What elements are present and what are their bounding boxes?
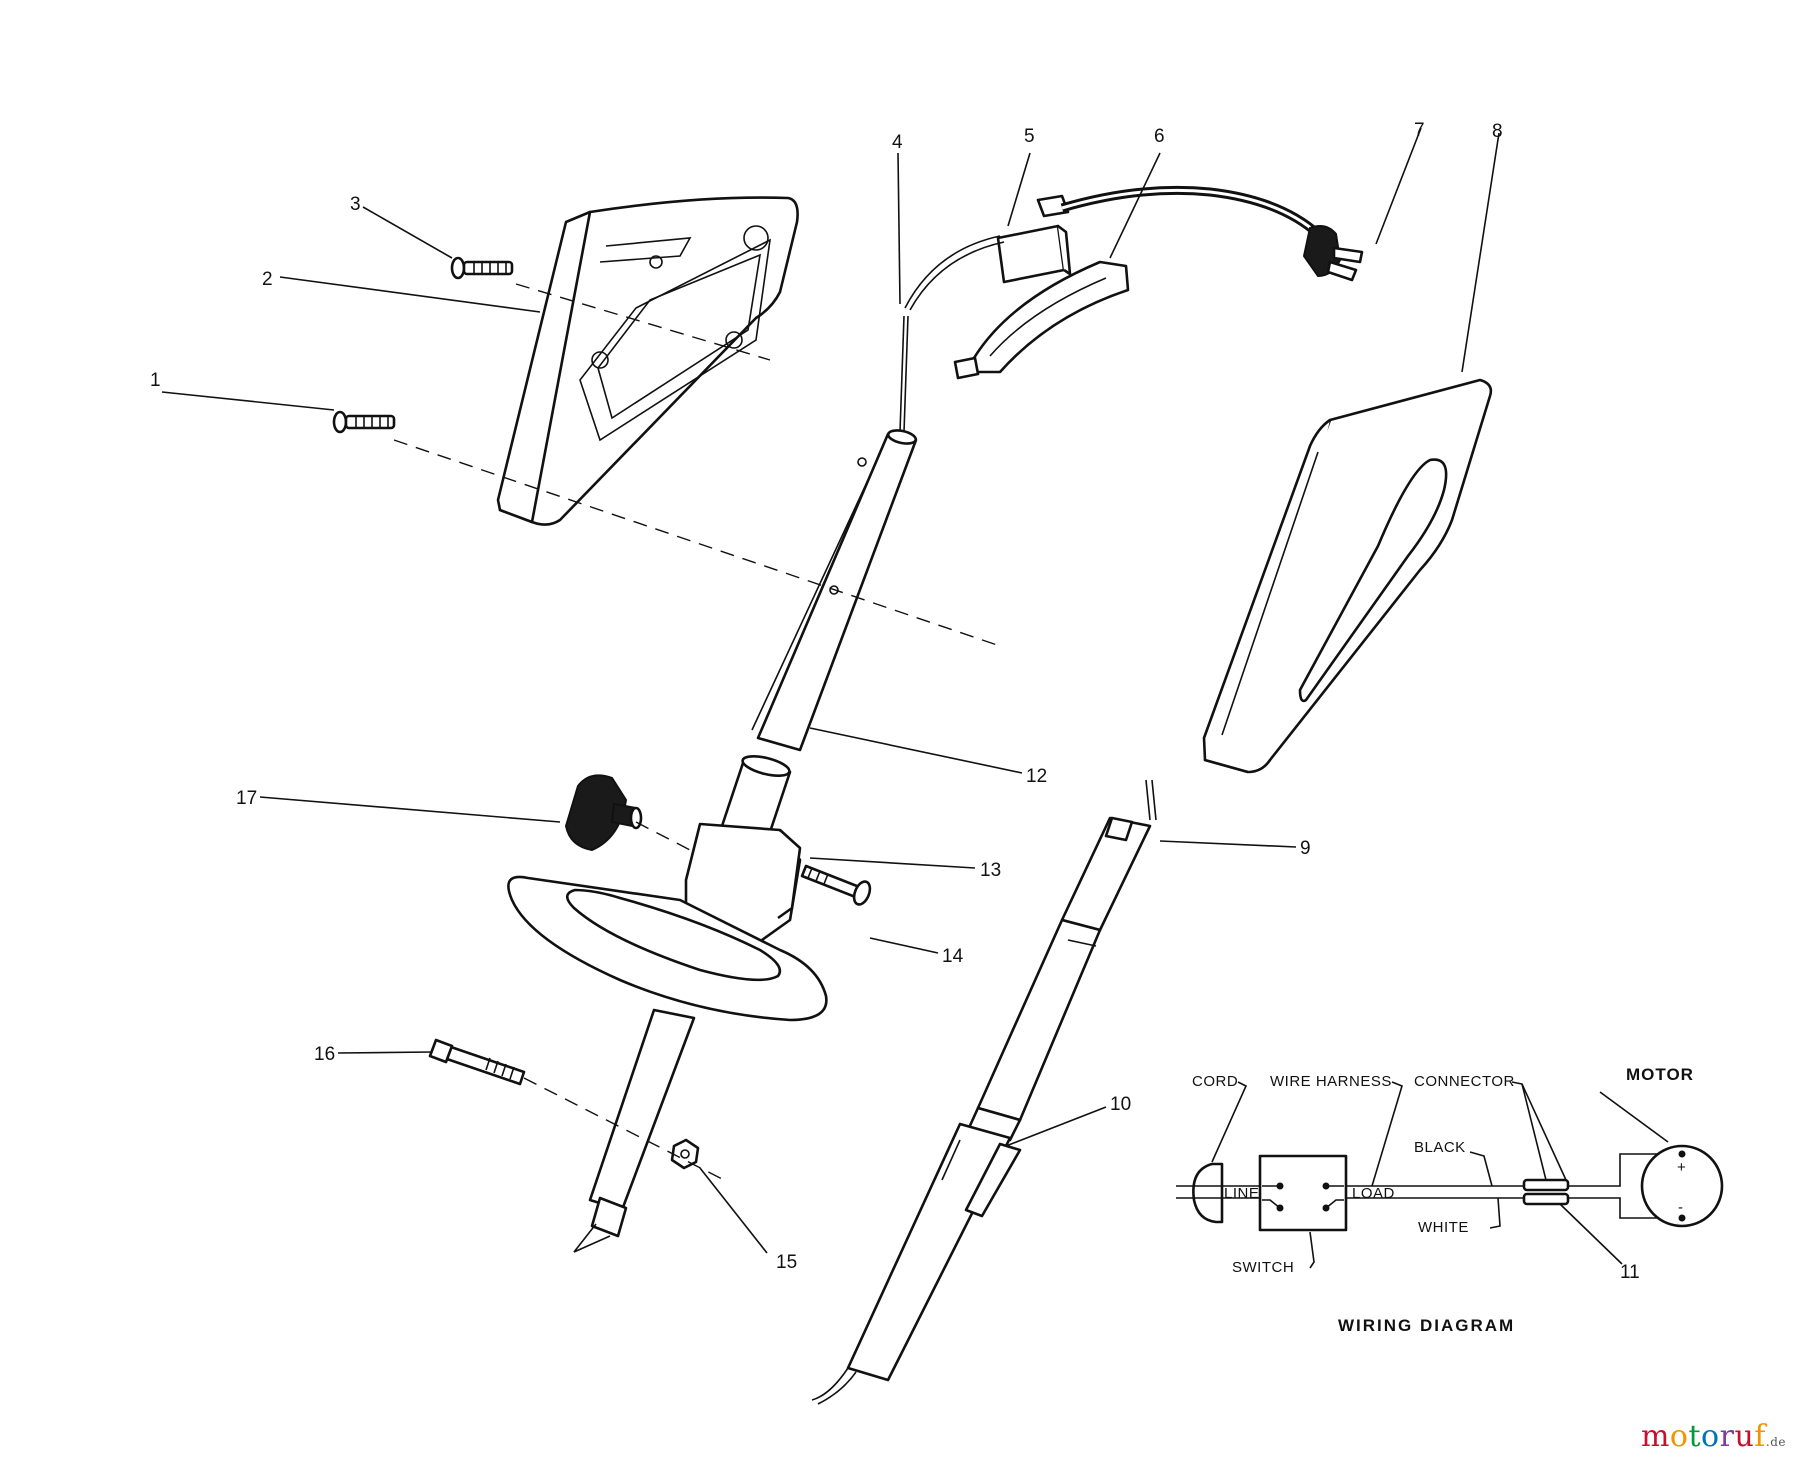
motor-plus: + <box>1677 1159 1686 1176</box>
assembly-line-1 <box>393 439 1001 647</box>
callout-3: 3 <box>350 194 361 215</box>
label-cord: CORD <box>1192 1073 1238 1090</box>
right-handle-half <box>1202 378 1493 774</box>
grip-knob-17 <box>564 774 643 852</box>
motor-minus: - <box>1678 1199 1684 1216</box>
assembly-line-16 <box>523 1077 725 1181</box>
leader-lines <box>161 127 1500 1254</box>
callout-13: 13 <box>980 860 1001 881</box>
assembly-line-3 <box>515 283 771 361</box>
callout-12: 12 <box>1026 766 1047 787</box>
callout-6: 6 <box>1154 126 1165 147</box>
callout-15: 15 <box>776 1252 797 1273</box>
shaft-9 <box>976 779 1157 1122</box>
callout-9: 9 <box>1300 838 1311 859</box>
callout-5: 5 <box>1024 126 1035 147</box>
callout-11: 11 <box>1620 1262 1640 1283</box>
connector-black <box>1522 1178 1570 1192</box>
callout-1: 1 <box>150 370 161 391</box>
watermark-logo: motoruf.de <box>1640 1419 1786 1454</box>
plug-symbol <box>1192 1162 1224 1224</box>
screw-1 <box>332 410 396 434</box>
label-motor: MOTOR <box>1626 1065 1694 1084</box>
label-wire-harness: WIRE HARNESS <box>1270 1073 1392 1090</box>
lower-tube-10 <box>811 1106 1022 1405</box>
nut-15 <box>670 1138 700 1170</box>
callout-14: 14 <box>942 946 964 967</box>
callout-2: 2 <box>262 269 273 290</box>
callout-10: 10 <box>1110 1094 1131 1115</box>
label-line: LINE <box>1224 1185 1259 1202</box>
upper-tube-12 <box>751 315 918 752</box>
bracket-6 <box>953 260 1130 380</box>
callout-8: 8 <box>1492 121 1503 142</box>
left-handle-half <box>496 196 799 526</box>
wiring-diagram-title: WIRING DIAGRAM <box>1338 1316 1515 1335</box>
switch-box <box>1258 1154 1348 1232</box>
callout-17: 17 <box>236 788 257 809</box>
label-connector: CONNECTOR <box>1414 1073 1515 1090</box>
assembly-line-17 <box>635 821 691 851</box>
label-switch: SWITCH <box>1232 1259 1294 1276</box>
callout-4: 4 <box>892 132 903 153</box>
switch-5 <box>996 194 1072 284</box>
wiring-diagram: + - CORD WIRE HARNESS CONNECTOR MOTOR BL… <box>1176 1065 1724 1335</box>
label-black: BLACK <box>1414 1139 1466 1156</box>
connector-white <box>1522 1192 1570 1206</box>
cord-7 <box>904 185 1364 311</box>
motor-symbol <box>1640 1144 1724 1228</box>
label-white: WHITE <box>1418 1219 1469 1236</box>
bolt-16 <box>428 1038 526 1086</box>
lower-handle-13 <box>507 755 828 1253</box>
callout-7: 7 <box>1414 120 1425 141</box>
bolt-14 <box>800 864 872 906</box>
screw-3 <box>450 256 514 280</box>
label-load: LOAD <box>1352 1185 1395 1202</box>
callout-16: 16 <box>314 1044 335 1065</box>
